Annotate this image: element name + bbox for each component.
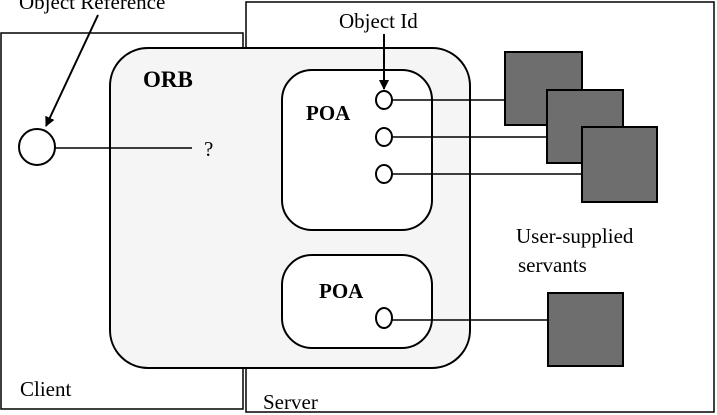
object-id-oval [375,90,393,110]
unknown-target-label: ? [204,137,213,161]
object-reference-arrow [45,14,99,127]
servants-label-line1: User-supplied [516,224,634,248]
server-label: Server [263,390,318,414]
object-reference-circle [18,128,56,166]
object-id-oval [375,164,393,184]
servant-box [547,292,624,367]
poa-bottom-box [281,254,433,349]
object-id-label: Object Id [339,9,418,33]
client-label: Client [20,377,71,401]
poa-bottom-label: POA [319,279,364,303]
object-id-oval [375,307,393,329]
object-reference-label: Object Reference [19,0,165,14]
poa-top-box [281,69,433,231]
servant-box [581,126,658,203]
object-id-oval [375,127,393,147]
orb-label: ORB [143,67,193,92]
servants-label-line2: servants [518,253,587,277]
poa-top-label: POA [306,101,351,125]
